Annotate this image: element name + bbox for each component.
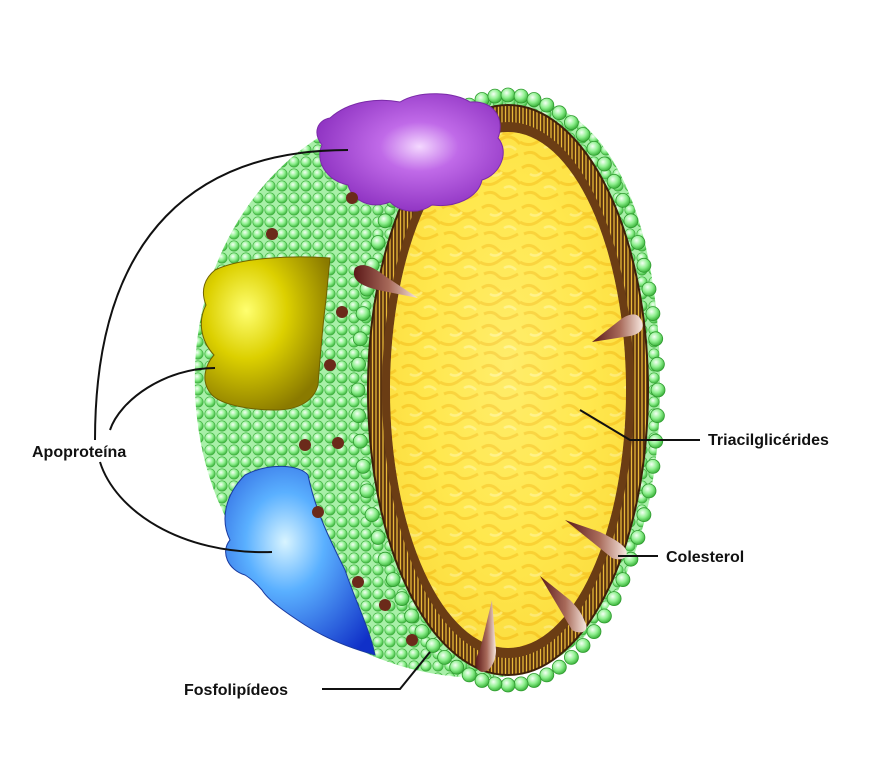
phospholipid-head: [607, 592, 621, 606]
phospholipid-head: [649, 434, 663, 448]
phospholipid-head: [488, 677, 502, 691]
phospholipid-head: [552, 106, 566, 120]
phospholipid-head: [642, 484, 656, 498]
phospholipid-head: [353, 332, 367, 346]
phospholipid-head: [649, 332, 663, 346]
phospholipid-head: [514, 89, 528, 103]
phospholipid-head: [540, 98, 554, 112]
phospholipid-head: [415, 625, 429, 639]
phospholipid-head: [395, 592, 409, 606]
label-apoproteina: Apoproteína: [32, 444, 126, 461]
phospholipid-head: [405, 609, 419, 623]
phospholipid-head: [587, 625, 601, 639]
phospholipid-head: [501, 678, 515, 692]
phospholipid-head: [365, 508, 379, 522]
phospholipid-head: [378, 552, 392, 566]
phospholipid-head: [564, 116, 578, 130]
label-triacilgliceridos: Triacilglicérides: [708, 432, 829, 449]
phospholipid-head: [360, 484, 374, 498]
phospholipid-head: [438, 650, 452, 664]
phospholipid-head: [597, 609, 611, 623]
phospholipid-head: [631, 236, 645, 250]
phospholipid-head: [353, 434, 367, 448]
phospholipid-head: [386, 573, 400, 587]
phospholipid-head: [646, 459, 660, 473]
phospholipid-head: [576, 639, 590, 653]
phospholipid-head: [616, 193, 630, 207]
phospholipid-head: [642, 282, 656, 296]
phospholipid-head: [462, 668, 476, 682]
phospholipid-head: [540, 668, 554, 682]
phospholipid-head: [637, 258, 651, 272]
apoprotein-olive: [201, 257, 330, 410]
phospholipid-head: [514, 677, 528, 691]
phospholipid-head: [564, 650, 578, 664]
phospholipid-head: [651, 383, 665, 397]
phospholipid-head: [527, 93, 541, 107]
label-colesterol: Colesterol: [666, 549, 744, 566]
phospholipid-head: [650, 357, 664, 371]
phospholipid-head: [624, 214, 638, 228]
phospholipid-head: [488, 89, 502, 103]
phospholipid-head: [607, 174, 621, 188]
phospholipid-head: [371, 236, 385, 250]
phospholipid-head: [475, 674, 489, 688]
phospholipid-head: [576, 128, 590, 142]
phospholipid-head: [637, 508, 651, 522]
phospholipid-head: [501, 88, 515, 102]
phospholipid-head: [597, 157, 611, 171]
phospholipid-head: [552, 660, 566, 674]
phospholipid-head: [616, 573, 630, 587]
phospholipid-head: [527, 674, 541, 688]
phospholipid-head: [351, 383, 365, 397]
phospholipid-head: [356, 307, 370, 321]
phospholipid-head: [426, 639, 440, 653]
phospholipid-head: [587, 141, 601, 155]
phospholipid-head: [371, 531, 385, 545]
phospholipid-head: [352, 357, 366, 371]
phospholipid-head: [646, 307, 660, 321]
phospholipid-head: [356, 459, 370, 473]
phospholipid-head: [631, 531, 645, 545]
phospholipid-head: [378, 214, 392, 228]
phospholipid-head: [650, 409, 664, 423]
phospholipid-head: [450, 660, 464, 674]
phospholipid-head: [352, 409, 366, 423]
label-fosfolipidos: Fosfolipídeos: [184, 682, 288, 699]
